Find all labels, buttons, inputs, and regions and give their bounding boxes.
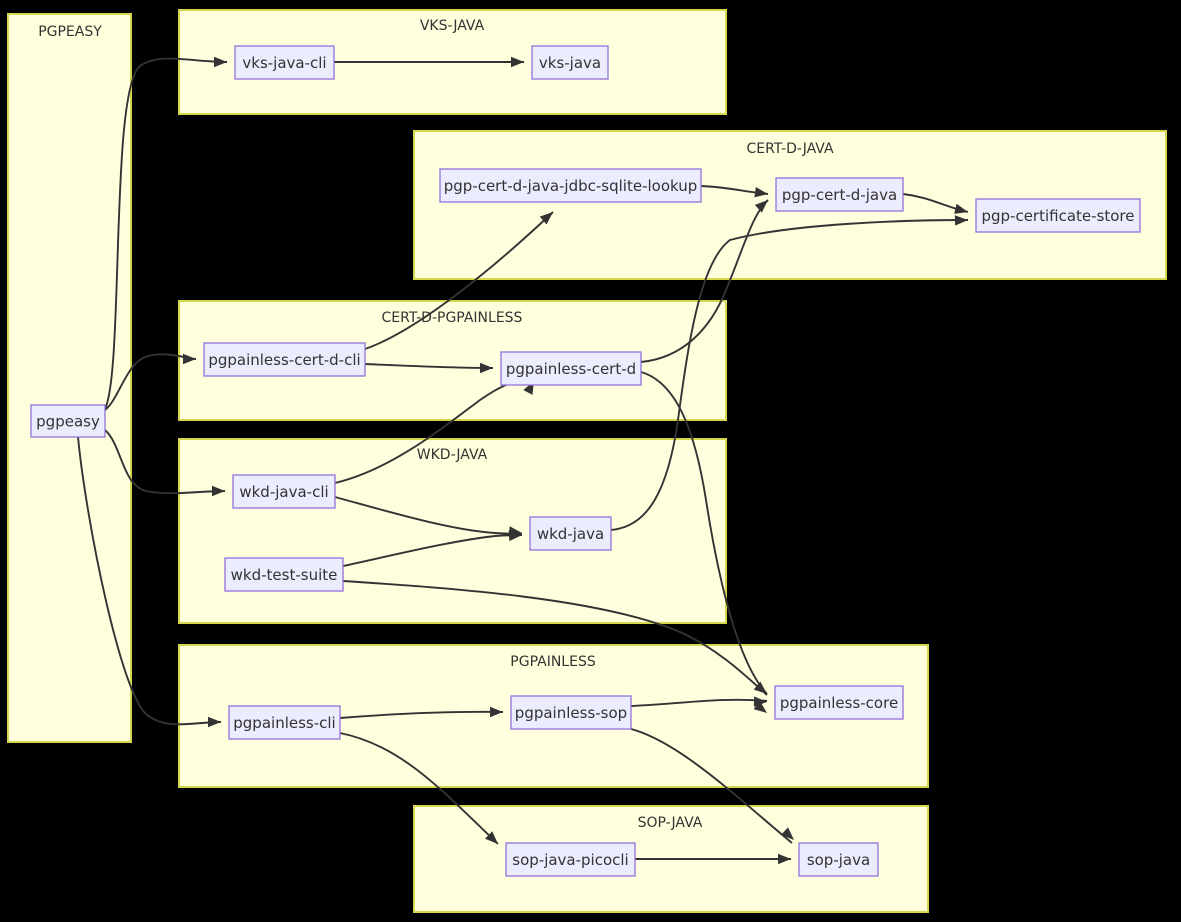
- node-sop-java[interactable]: sop-java: [798, 842, 879, 877]
- node-box[interactable]: [203, 342, 366, 377]
- ah-vks-java: [511, 56, 524, 68]
- cluster-box: [178, 438, 727, 624]
- edge-pgpainless-cert-d-pgpainless-core: [640, 371, 768, 695]
- cluster-label: CERT-D-PGPAINLESS: [382, 310, 523, 326]
- arrowheads-layer: [183, 56, 968, 865]
- cluster-pgpeasy: PGPEASY: [7, 13, 132, 743]
- edge-pgpainless-cli-sop-java-picocli: [339, 732, 499, 845]
- ah-wkd-java-2: [508, 530, 522, 542]
- cluster-label: CERT-D-JAVA: [746, 141, 834, 157]
- node-label: sop-java: [807, 851, 870, 869]
- ah-pgpainless-cli: [208, 716, 221, 728]
- ah-pgpainless-core-3: [753, 700, 767, 713]
- node-box[interactable]: [975, 198, 1141, 233]
- node-pgpainless-sop[interactable]: pgpainless-sop: [510, 695, 632, 730]
- node-wkd-java-cli[interactable]: wkd-java-cli: [232, 474, 336, 509]
- node-vks-java[interactable]: vks-java: [531, 45, 609, 80]
- cluster-label: PGPAINLESS: [510, 654, 596, 670]
- node-label: pgpainless-sop: [515, 704, 627, 722]
- node-box[interactable]: [30, 404, 106, 438]
- ah-wkd-java-cli: [212, 485, 225, 497]
- ah-pgpainless-sop: [490, 706, 503, 718]
- node-pgpainless-core[interactable]: pgpainless-core: [774, 685, 904, 720]
- node-label: pgpainless-core: [780, 694, 898, 712]
- node-pgpainless-cli[interactable]: pgpainless-cli: [228, 705, 341, 740]
- edge-pgpainless-sop-sop-java: [630, 728, 793, 844]
- node-box[interactable]: [232, 474, 336, 509]
- node-pgp-cert-d-java-jdbc-sqlite-lookup[interactable]: pgp-cert-d-java-jdbc-sqlite-lookup: [439, 168, 702, 203]
- node-vks-java-cli[interactable]: vks-java-cli: [234, 45, 335, 80]
- node-label: pgp-certificate-store: [981, 207, 1134, 225]
- ah-cert-d-cli: [183, 353, 196, 365]
- node-box[interactable]: [224, 557, 344, 592]
- ah-vks-java-cli: [214, 56, 227, 68]
- ah-sop-java-2: [780, 827, 794, 840]
- cluster-wkd-java: WKD-JAVA: [178, 438, 727, 624]
- node-box[interactable]: [798, 842, 879, 877]
- node-pgp-certificate-store[interactable]: pgp-certificate-store: [975, 198, 1141, 233]
- node-wkd-java[interactable]: wkd-java: [529, 516, 612, 551]
- ah-pgp-cert-d-java-1: [754, 187, 768, 198]
- edge-pgpeasy-pgpainless-cli: [77, 436, 222, 726]
- edge-cert-d-cli-jdbc-lookup: [364, 211, 554, 350]
- edge-wkd-java-cert-store: [610, 219, 969, 531]
- ah-pgpainless-cert-d-1: [480, 362, 493, 374]
- node-label: sop-java-picocli: [512, 851, 628, 869]
- node-label: vks-java-cli: [242, 54, 326, 72]
- edge-wkd-test-suite-pgpainless-core: [342, 580, 768, 696]
- ah-pgpainless-core-1: [753, 681, 767, 694]
- node-label: pgpainless-cli: [233, 714, 335, 732]
- node-pgpainless-cert-d-cli[interactable]: pgpainless-cert-d-cli: [203, 342, 366, 377]
- node-label: wkd-java-cli: [239, 483, 328, 501]
- node-label: pgpainless-cert-d: [506, 360, 636, 378]
- node-box[interactable]: [774, 685, 904, 720]
- node-box[interactable]: [439, 168, 702, 203]
- cluster-box: [7, 13, 132, 743]
- clusters-layer: PGPEASY VKS-JAVA CERT-D-JAVA CERT-D-PGPAINL…: [7, 9, 1167, 913]
- ah-pgp-cert-d-java-2: [754, 200, 768, 213]
- cluster-label: PGPEASY: [38, 24, 102, 40]
- node-box[interactable]: [505, 842, 636, 877]
- node-box[interactable]: [775, 177, 904, 212]
- node-pgpainless-cert-d[interactable]: pgpainless-cert-d: [500, 351, 642, 386]
- node-box[interactable]: [529, 516, 612, 551]
- node-sop-java-picocli[interactable]: sop-java-picocli: [505, 842, 636, 877]
- ah-sop-java-picocli: [485, 831, 498, 844]
- edges-layer: [77, 57, 969, 860]
- nodes-layer: pgpeasy vks-java-cli vks-java pgp-cert-d-ja…: [30, 45, 1141, 877]
- ah-cert-store-1: [954, 203, 968, 214]
- node-box[interactable]: [510, 695, 632, 730]
- ah-cert-store-2: [954, 215, 968, 226]
- edge-pgpainless-sop-pgpainless-core: [630, 698, 768, 707]
- node-box[interactable]: [228, 705, 341, 740]
- node-box[interactable]: [531, 45, 609, 80]
- edge-pgpeasy-wkd-java-cli: [104, 429, 226, 495]
- node-label: wkd-java: [537, 525, 604, 543]
- node-label: wkd-test-suite: [231, 566, 338, 584]
- node-pgpeasy[interactable]: pgpeasy: [30, 404, 106, 438]
- cluster-label: WKD-JAVA: [417, 447, 488, 463]
- node-box[interactable]: [234, 45, 335, 80]
- edge-pgpainless-cert-d-pgp-cert-d-java: [640, 199, 769, 363]
- ah-jdbc-lookup-in: [539, 212, 553, 225]
- ah-pgpainless-core-2: [753, 696, 767, 707]
- node-wkd-test-suite[interactable]: wkd-test-suite: [224, 557, 344, 592]
- ah-sop-java-1: [778, 853, 791, 865]
- node-label: pgp-cert-d-java-jdbc-sqlite-lookup: [444, 177, 698, 195]
- edge-pgpainless-cli-pgpainless-sop: [339, 710, 504, 719]
- edge-pgpeasy-vks-java-cli: [104, 57, 228, 410]
- node-label: pgpeasy: [36, 413, 100, 431]
- edge-cert-d-cli-pgpainless-cert-d: [364, 363, 494, 369]
- node-label: vks-java: [539, 54, 601, 72]
- cluster-label: SOP-JAVA: [638, 815, 703, 831]
- cluster-label: VKS-JAVA: [420, 18, 485, 34]
- node-box[interactable]: [500, 351, 642, 386]
- node-label: pgpainless-cert-d-cli: [208, 351, 360, 369]
- node-pgp-cert-d-java[interactable]: pgp-cert-d-java: [775, 177, 904, 212]
- node-label: pgp-cert-d-java: [782, 186, 897, 204]
